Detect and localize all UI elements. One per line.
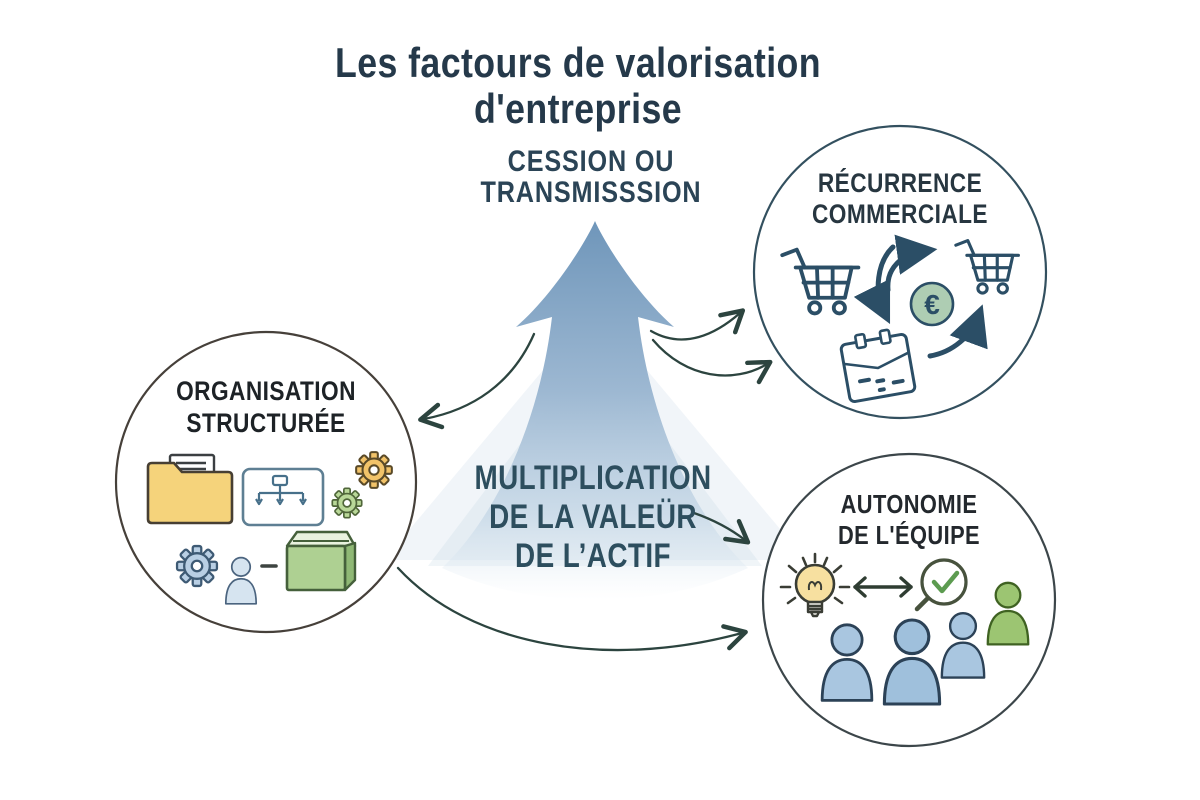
gear-orange-icon xyxy=(355,451,393,489)
gear-blue-icon xyxy=(175,544,219,588)
open-box-icon xyxy=(285,530,357,592)
multiplication-line3: DE L’ACTIF xyxy=(515,537,671,575)
recurrence-label: RÉCURRENCE COMMERCIALE xyxy=(791,168,1009,230)
connector-arrows xyxy=(396,308,773,652)
cession-transmission-label: CESSION OU TRANSMISSSION xyxy=(465,146,717,208)
cycle-arrows-icon xyxy=(853,234,988,359)
lightbulb-icon xyxy=(779,552,851,618)
recurrence-line1: RÉCURRENCE xyxy=(817,168,983,198)
euro-symbol: € xyxy=(924,289,940,320)
autonomie-label: AUTONOMIE DE L'ÉQUIPE xyxy=(800,489,1018,551)
autonomie-line2: DE L'ÉQUIPE xyxy=(837,520,981,550)
organisation-line2: STRUCTURÉE xyxy=(186,408,346,438)
recurrence-icons: € xyxy=(780,234,1020,403)
cession-line1: CESSION OU xyxy=(507,145,675,178)
cession-line2: TRANSMISSSION xyxy=(480,176,702,209)
euro-coin-icon: € xyxy=(909,281,955,327)
org-chart-icon xyxy=(241,467,325,527)
page-title: Les factours de valorisation d'entrepris… xyxy=(334,39,822,132)
arrow-organisation-to-autonomie xyxy=(396,566,748,652)
organisation-label: ORGANISATION STRUCTURÉE xyxy=(140,375,392,439)
arrow-to-recurrence-upper xyxy=(649,308,746,341)
autonomie-line1: AUTONOMIE xyxy=(840,489,978,519)
gear-green-icon xyxy=(331,487,363,519)
arrow-to-recurrence-lower xyxy=(651,338,773,385)
double-arrow-icon xyxy=(853,576,913,598)
arrow-to-autonomie-short xyxy=(692,511,751,545)
calendar-icon xyxy=(839,328,917,403)
recurrence-line2: COMMERCIALE xyxy=(812,199,988,229)
autonomie-icons xyxy=(779,552,1030,706)
multiplication-line1: MULTIPLICATION xyxy=(474,459,712,497)
growth-arrow xyxy=(442,221,748,600)
organisation-line1: ORGANISATION xyxy=(176,376,356,406)
arrow-to-organisation xyxy=(418,332,536,430)
folder-icon xyxy=(146,453,234,525)
multiplication-label: MULTIPLICATION DE LA VALEÜR DE L’ACTIF xyxy=(470,459,716,576)
magnifier-check-icon xyxy=(914,558,968,612)
organisation-icons xyxy=(146,451,393,605)
multiplication-line2: DE LA VALEÜR xyxy=(489,498,697,536)
